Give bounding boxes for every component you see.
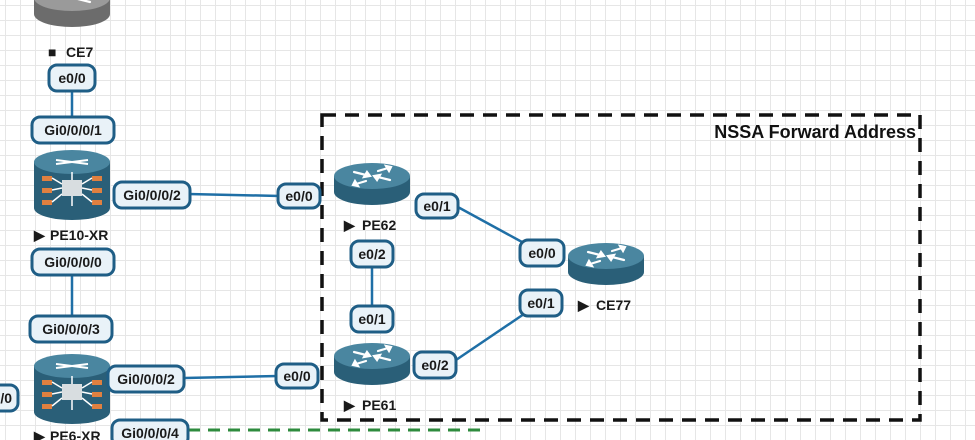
svg-text:PE62: PE62	[362, 217, 396, 233]
nssa-area-box	[320, 113, 922, 422]
svg-text:e0/2: e0/2	[358, 246, 385, 262]
iface-pe62-e0-2[interactable]: e0/2	[349, 239, 395, 269]
router-pe62[interactable]	[332, 161, 412, 207]
svg-text:e0/1: e0/1	[358, 311, 385, 327]
svg-text:▶: ▶	[577, 297, 590, 313]
svg-text:e0/1: e0/1	[527, 295, 554, 311]
iface-pe62-e0-1[interactable]: e0/1	[414, 192, 460, 220]
nssa-area-title: NSSA Forward Address	[714, 122, 916, 142]
svg-text:PE6-XR: PE6-XR	[50, 428, 101, 440]
node-label-ce7: ■ CE7	[48, 44, 93, 60]
link-pe61-ce77[interactable]	[455, 312, 525, 362]
svg-text:Gi0/0/0/2: Gi0/0/0/2	[117, 371, 175, 387]
iface-pe61-e0-1[interactable]: e0/1	[349, 304, 395, 334]
iface-pe62-e0-0[interactable]: e0/0	[276, 182, 322, 210]
router-pe6-xr[interactable]	[33, 353, 111, 425]
link-pe10-pe62[interactable]	[187, 192, 281, 198]
router-pe61[interactable]	[332, 341, 412, 387]
svg-text:0/0: 0/0	[0, 390, 12, 406]
node-label-pe10-xr: ▶ PE10-XR	[33, 227, 108, 243]
svg-text:CE7: CE7	[66, 44, 93, 60]
node-label-pe6-xr: ▶ PE6-XR	[33, 428, 101, 440]
router-ce7[interactable]	[32, 0, 112, 29]
svg-text:Gi0/0/0/4: Gi0/0/0/4	[121, 425, 179, 440]
svg-text:PE10-XR: PE10-XR	[50, 227, 108, 243]
svg-text:e0/2: e0/2	[421, 357, 448, 373]
iface-pe61-e0-0[interactable]: e0/0	[274, 362, 320, 390]
svg-text:PE61: PE61	[362, 397, 396, 413]
svg-text:▶: ▶	[33, 428, 46, 440]
svg-text:■: ■	[48, 44, 56, 60]
iface-pe10-gi0-0-0-2[interactable]: Gi0/0/0/2	[112, 180, 192, 210]
svg-text:Gi0/0/0/0: Gi0/0/0/0	[44, 254, 102, 270]
svg-text:▶: ▶	[343, 217, 356, 233]
iface-pe6-gi0-0-0-3[interactable]: Gi0/0/0/3	[28, 314, 114, 344]
iface-ce77-e0-1[interactable]: e0/1	[518, 288, 564, 318]
svg-text:CE77: CE77	[596, 297, 631, 313]
iface-ce77-e0-0[interactable]: e0/0	[518, 238, 566, 268]
iface-pe10-gi0-0-0-1[interactable]: Gi0/0/0/1	[30, 115, 116, 145]
iface-pe6-gi0-0-0-2[interactable]: Gi0/0/0/2	[106, 364, 186, 394]
svg-text:e0/1: e0/1	[423, 198, 450, 214]
svg-text:e0/0: e0/0	[528, 245, 555, 261]
iface-ce7-e0-0[interactable]: e0/0	[47, 63, 97, 93]
svg-text:▶: ▶	[33, 227, 46, 243]
iface-pe61-e0-2[interactable]: e0/2	[412, 350, 458, 380]
node-label-ce77: ▶ CE77	[577, 297, 631, 313]
iface-pe6-gi0-0-0-4[interactable]: Gi0/0/0/4	[110, 418, 190, 440]
router-pe10-xr[interactable]	[33, 149, 111, 221]
link-pe6-pe61[interactable]	[183, 374, 279, 380]
router-ce77[interactable]	[566, 241, 646, 287]
svg-text:Gi0/0/0/1: Gi0/0/0/1	[44, 122, 102, 138]
svg-text:Gi0/0/0/3: Gi0/0/0/3	[42, 321, 100, 337]
link-pe62-ce77[interactable]	[455, 204, 523, 244]
svg-text:e0/0: e0/0	[285, 188, 312, 204]
node-label-pe62: ▶ PE62	[343, 217, 396, 233]
iface-pe10-gi0-0-0-0[interactable]: Gi0/0/0/0	[30, 247, 116, 277]
node-label-pe61: ▶ PE61	[343, 397, 396, 413]
svg-text:▶: ▶	[343, 397, 356, 413]
svg-text:e0/0: e0/0	[283, 368, 310, 384]
svg-text:e0/0: e0/0	[58, 70, 85, 86]
svg-text:Gi0/0/0/2: Gi0/0/0/2	[123, 187, 181, 203]
iface-pe6-left-partial[interactable]: 0/0	[0, 383, 20, 413]
